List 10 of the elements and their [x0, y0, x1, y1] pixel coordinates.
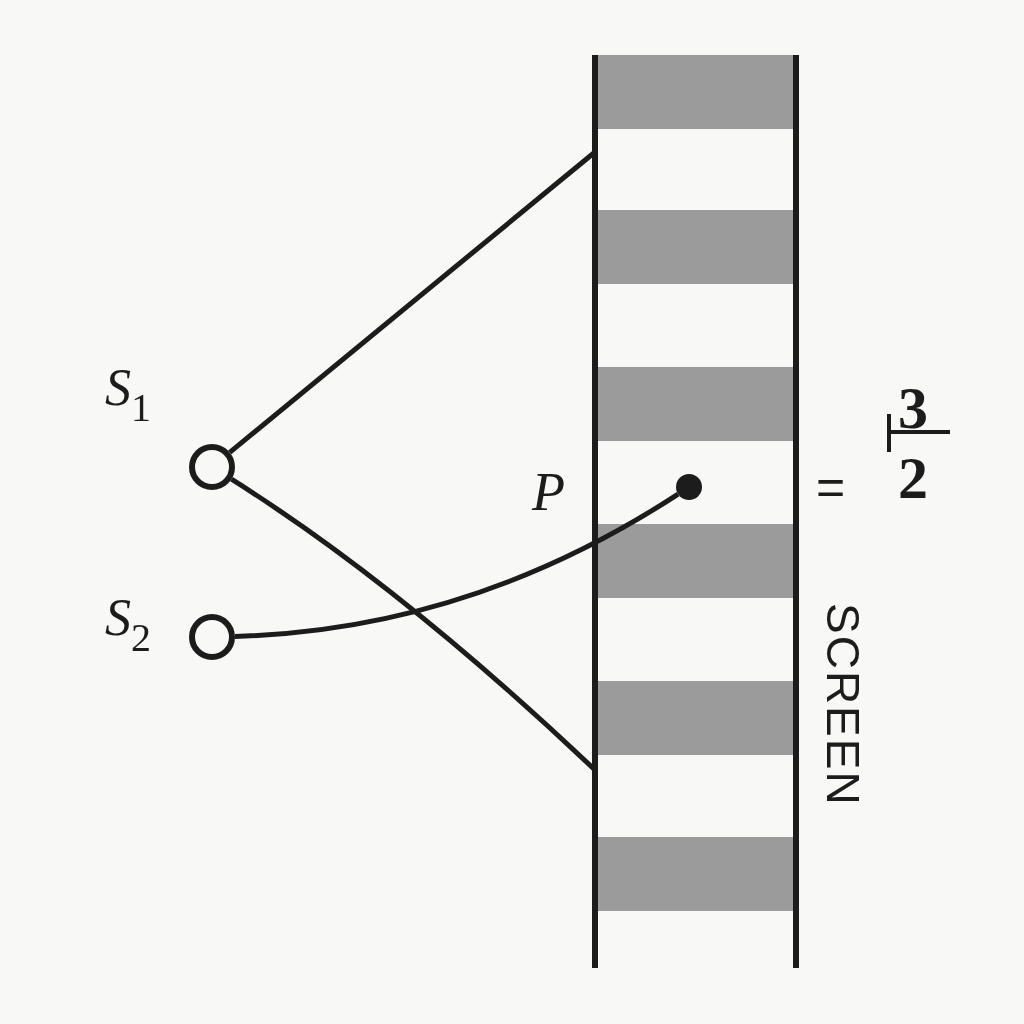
formula-text: =	[816, 462, 846, 512]
wave-path	[234, 492, 680, 639]
formula-text: 3	[898, 378, 928, 438]
wave-path	[228, 150, 597, 455]
point-label: P	[532, 465, 565, 519]
source-label: S$_{1}$	[105, 362, 151, 428]
source-label: S$_{2}$	[105, 592, 151, 658]
formula-text: 2	[898, 448, 928, 508]
screen-label: SCREEN	[820, 603, 866, 807]
wave-path	[230, 477, 597, 772]
